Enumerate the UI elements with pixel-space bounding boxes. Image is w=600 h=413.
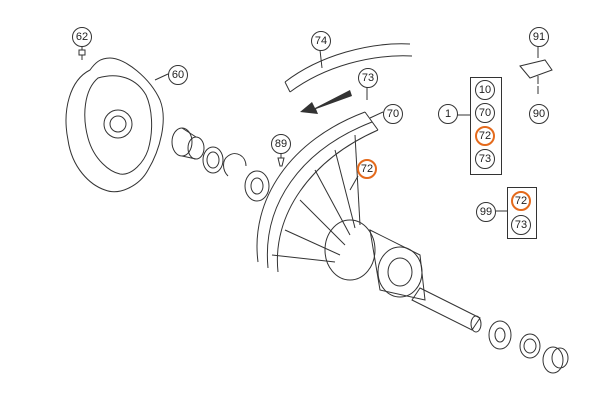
- kit-1-box: [470, 77, 502, 175]
- kit1-callout-10[interactable]: 10: [475, 80, 495, 100]
- spacer-right: [542, 346, 569, 374]
- spoke-nipple: [277, 157, 285, 167]
- seal-ring: [202, 146, 224, 174]
- seal-right: [519, 333, 541, 359]
- bearing-left: [244, 170, 270, 202]
- callout-74[interactable]: 74: [311, 31, 331, 51]
- kit1-callout-70[interactable]: 70: [475, 103, 495, 123]
- brake-disc: [65, 57, 164, 193]
- hub: [324, 219, 426, 301]
- callout-1[interactable]: 1: [438, 104, 458, 124]
- kit1-callout-73[interactable]: 73: [475, 149, 495, 169]
- arrow-icon: [300, 90, 352, 114]
- callout-62[interactable]: 62: [72, 27, 92, 47]
- callout-91[interactable]: 91: [529, 27, 549, 47]
- bearing-right: [488, 320, 512, 350]
- callout-72-spoke[interactable]: 72: [357, 159, 377, 179]
- spokes: [271, 134, 361, 263]
- valve-cap: [519, 59, 553, 84]
- kit99-callout-73[interactable]: 73: [511, 215, 531, 235]
- tire-section: [284, 43, 413, 93]
- kit1-callout-72[interactable]: 72: [475, 126, 495, 146]
- callout-73-top[interactable]: 73: [358, 68, 378, 88]
- circlip: [223, 153, 247, 177]
- bolt: [78, 49, 86, 60]
- bearing-spacer-left: [171, 127, 205, 160]
- callout-90[interactable]: 90: [529, 104, 549, 124]
- callout-70-rim[interactable]: 70: [383, 104, 403, 124]
- rim: [256, 111, 379, 273]
- callout-60[interactable]: 60: [168, 65, 188, 85]
- callout-89[interactable]: 89: [271, 134, 291, 154]
- axle-spacer-tube: [411, 287, 482, 333]
- kit99-callout-72[interactable]: 72: [511, 191, 531, 211]
- kit-99-box: [507, 187, 537, 239]
- callout-99[interactable]: 99: [476, 202, 496, 222]
